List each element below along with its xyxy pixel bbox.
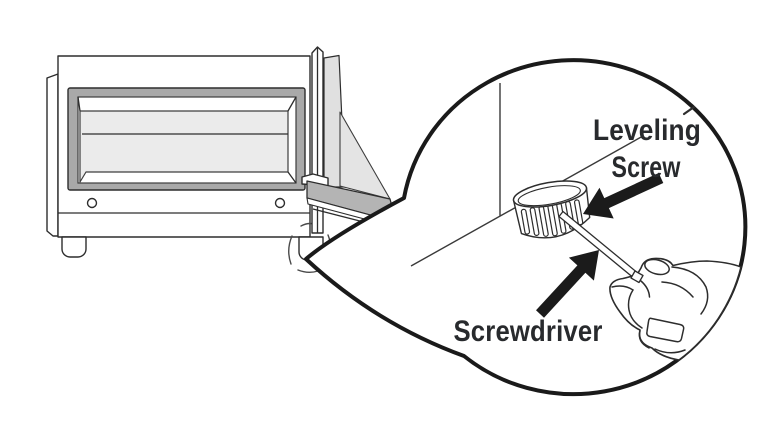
pinky-curl [654, 348, 686, 354]
cabinet-left-side-panel [46, 73, 59, 237]
door-inner-panel [79, 110, 289, 183]
thumb-outline [611, 285, 643, 329]
screw-top-rim [512, 180, 588, 208]
panel-miter-lines [77, 96, 297, 184]
index-fingernail [644, 258, 670, 276]
leveling-screw-arrow-icon [583, 173, 664, 219]
base-screw-cap-right [274, 197, 286, 209]
hand-silhouette [609, 257, 742, 361]
appliance-drawing [46, 46, 400, 273]
leveling-foot-left [61, 236, 87, 258]
leveling-screw-label-line1: Leveling [593, 114, 701, 147]
screwdriver-arrow-icon [536, 250, 599, 318]
index-finger-crease [671, 266, 709, 315]
screwdriver-butt-end [630, 270, 644, 284]
screwdriver-label: Screwdriver [454, 315, 603, 348]
middle-finger-curl [661, 281, 694, 298]
base-screw-cap-left [86, 197, 98, 209]
callout-labels: Leveling Screw Screwdriver [454, 114, 701, 348]
leveling-screw-label-line2: Screw [612, 151, 681, 184]
thumb-web-crease [640, 280, 651, 298]
hand-drawing [609, 257, 742, 361]
ring-finger-curl [638, 330, 650, 349]
magnified-scene: Leveling Screw Screwdriver [410, 83, 742, 361]
open-door-wedge [339, 111, 391, 200]
thumbnail [646, 317, 685, 343]
shine-tick-mark [682, 105, 696, 116]
screw-inner-rim [517, 185, 581, 207]
